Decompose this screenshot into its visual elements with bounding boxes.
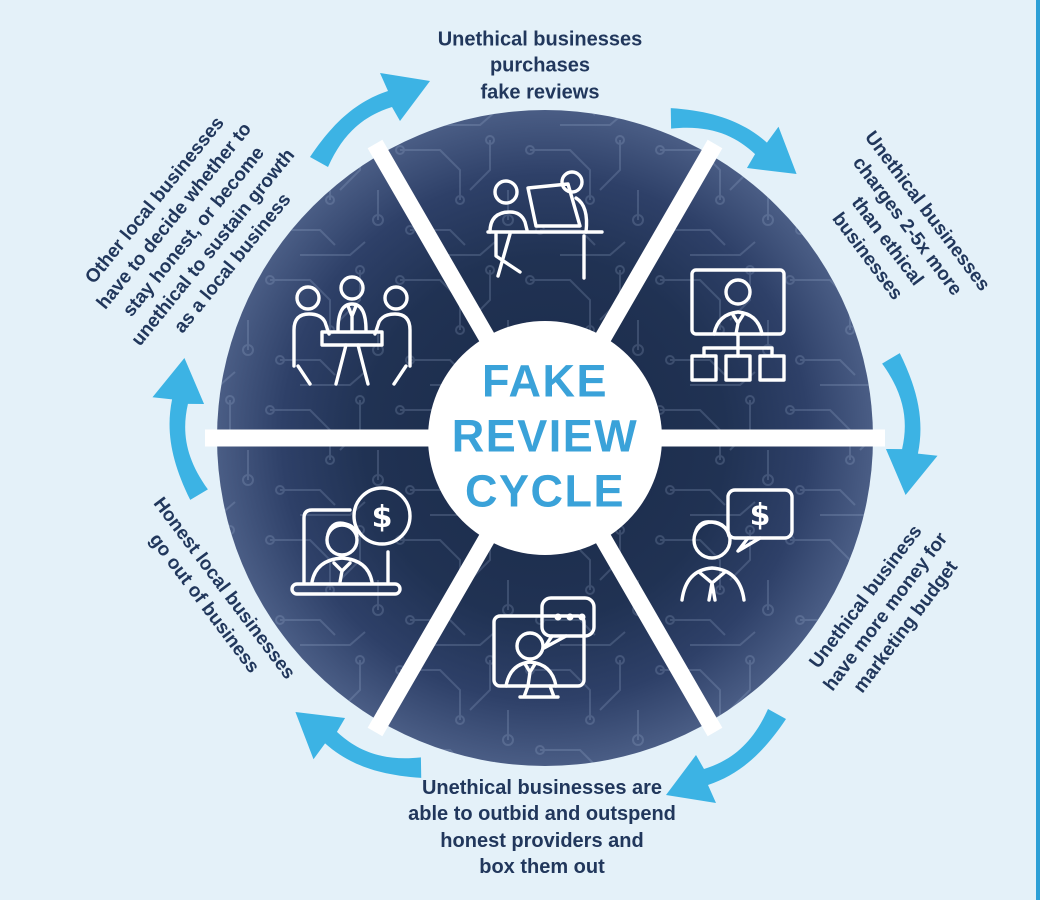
label-line: fake reviews [480, 81, 600, 104]
title-line: REVIEW [451, 410, 639, 462]
label-line: able to outbid and outspend [408, 803, 676, 826]
cycle-arrow-icon [670, 108, 797, 174]
cycle-arrow-icon [666, 709, 786, 803]
monitor-person-chat-icon [492, 596, 596, 699]
meeting-table-icon [292, 275, 412, 386]
label-line: box them out [479, 856, 605, 879]
cycle-arrow-icon [295, 712, 422, 778]
two-people-desk-laptop-icon [486, 170, 604, 280]
right-edge-border [1036, 0, 1040, 900]
monitor-person-orgchart-icon [690, 268, 786, 382]
label-line: Unethical businesses [437, 28, 643, 51]
cycle-arrow-icon [310, 73, 430, 167]
center-hub [428, 321, 662, 555]
title-line: CYCLE [464, 465, 625, 517]
person-dollar-speech-icon: $ [680, 488, 794, 602]
person-laptop-dollar-icon: $ [290, 486, 412, 596]
svg-text:$: $ [750, 498, 771, 533]
cycle-arrow-icon [882, 353, 938, 495]
step-label-outbid-outspend: Unethical businesses are able to outbid … [408, 775, 676, 881]
label-line: honest providers and [440, 830, 644, 852]
label-line: Unethical businesses are [421, 777, 663, 800]
step-label-purchases-fake-reviews: Unethical businesses purchases fake revi… [438, 26, 643, 105]
svg-text:$: $ [372, 500, 393, 535]
cycle-arrow-icon [152, 358, 208, 500]
diagram-title: FAKE REVIEW CYCLE [452, 355, 639, 520]
title-line: FAKE [481, 355, 608, 407]
label-line: purchases [489, 54, 591, 77]
